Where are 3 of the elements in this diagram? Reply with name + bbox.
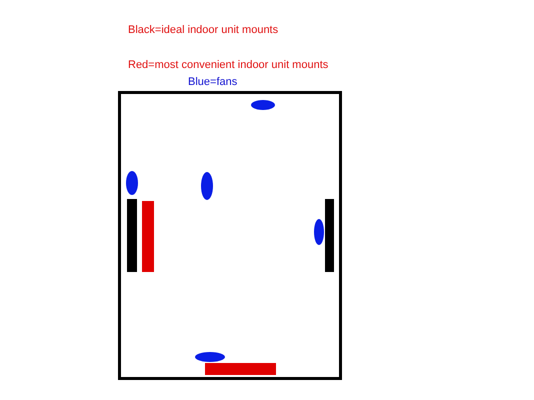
key-note: Red=most convenient indoor unit mounts: [128, 59, 328, 72]
key-note: Black=ideal indoor unit mounts: [128, 24, 278, 37]
key-note: Blue=fans: [188, 76, 238, 89]
